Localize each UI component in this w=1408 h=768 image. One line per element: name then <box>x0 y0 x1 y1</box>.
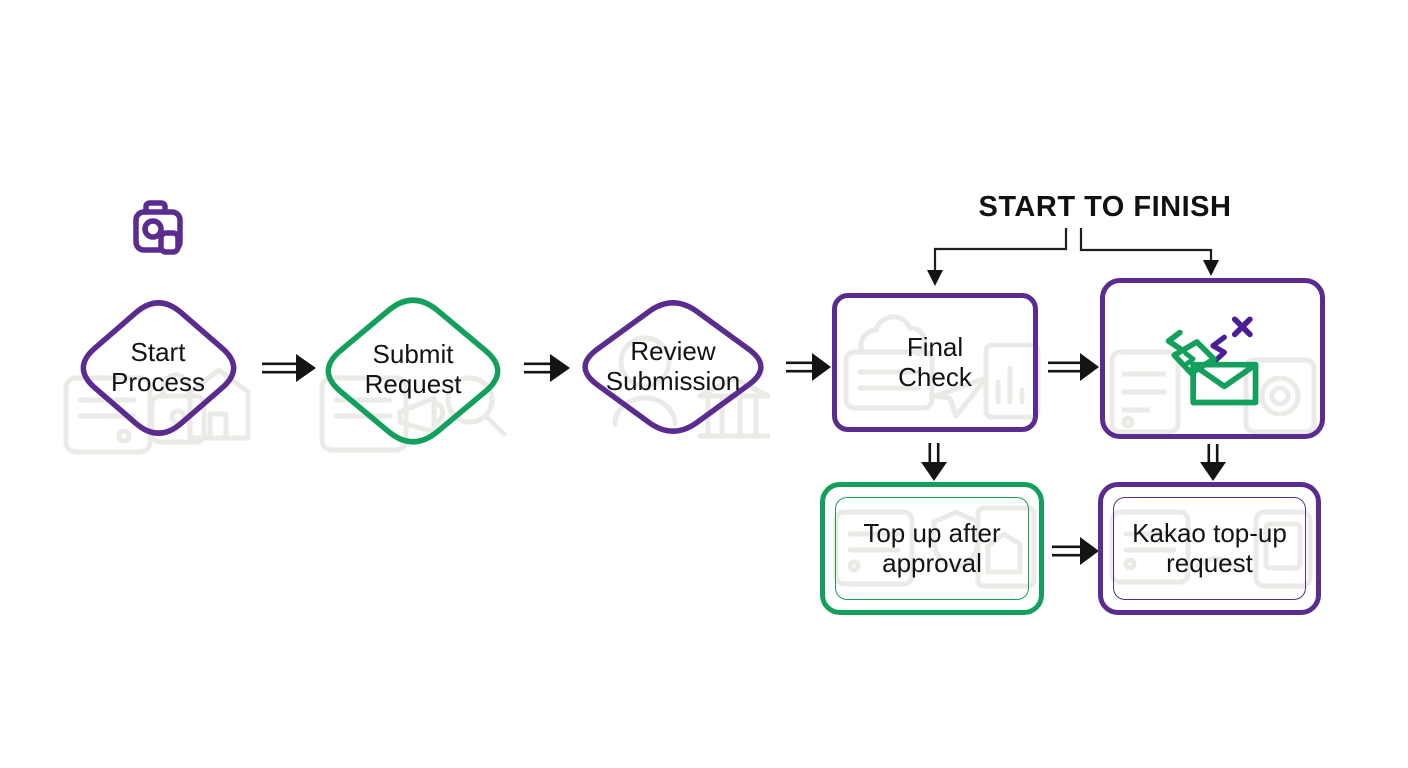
document-icon <box>833 509 915 587</box>
arrow-final-to-topup <box>921 443 947 481</box>
camera-icon <box>133 200 183 255</box>
kakao-inner-frame: Kakao top-up request <box>1113 497 1306 600</box>
branch-connector-right <box>1079 228 1219 276</box>
watermark-icons <box>63 314 1317 589</box>
final-check-node: Final Check <box>832 293 1038 432</box>
document-icon <box>843 349 935 411</box>
arrow-submit-to-review <box>524 354 570 382</box>
person-icon <box>612 335 678 427</box>
document-icon <box>1109 509 1191 585</box>
house-icon <box>187 367 251 441</box>
payment-icon-node <box>1100 278 1325 439</box>
arrow-payment-to-kakao <box>1200 444 1226 481</box>
camera-watermark-icon <box>1243 357 1317 435</box>
arrow-start-to-submit <box>262 354 316 382</box>
kakao-topup-request-label: Kakao top-up request <box>1132 517 1287 578</box>
final-check-label: Final Check <box>898 331 972 392</box>
start-process-label: Start Process <box>111 337 205 397</box>
paper-plane-icon <box>933 375 989 419</box>
topup-after-approval-label: Top up after approval <box>863 517 1001 578</box>
document-icon <box>319 375 409 453</box>
branch-connector-left <box>927 228 1068 286</box>
chart-icon <box>975 505 1037 589</box>
diagram-title: START TO FINISH <box>978 191 1232 223</box>
cloud-icon <box>858 314 928 357</box>
review-submission-label: Review Submission <box>605 336 741 396</box>
review-submission-node <box>582 300 764 434</box>
squiggle-icon <box>1195 556 1243 573</box>
start-process-node <box>80 300 237 436</box>
document-icon <box>1109 349 1181 435</box>
topup-inner-frame: Top up after approval <box>835 497 1029 600</box>
submit-request-node <box>325 297 501 445</box>
kakao-topup-request-node: Kakao top-up request <box>1098 482 1321 615</box>
arrow-topup-to-kakao <box>1052 537 1099 565</box>
payment-doodle-icon <box>1165 315 1258 405</box>
topup-after-approval-node: Top up after approval <box>820 482 1044 615</box>
magnifier-icon <box>445 375 507 437</box>
submit-request-label: Submit Request <box>364 339 462 399</box>
arrow-review-to-final <box>786 353 831 381</box>
arrow-final-to-payment <box>1048 353 1099 381</box>
chart-icon <box>983 342 1041 420</box>
tablet-icon <box>1253 509 1313 589</box>
